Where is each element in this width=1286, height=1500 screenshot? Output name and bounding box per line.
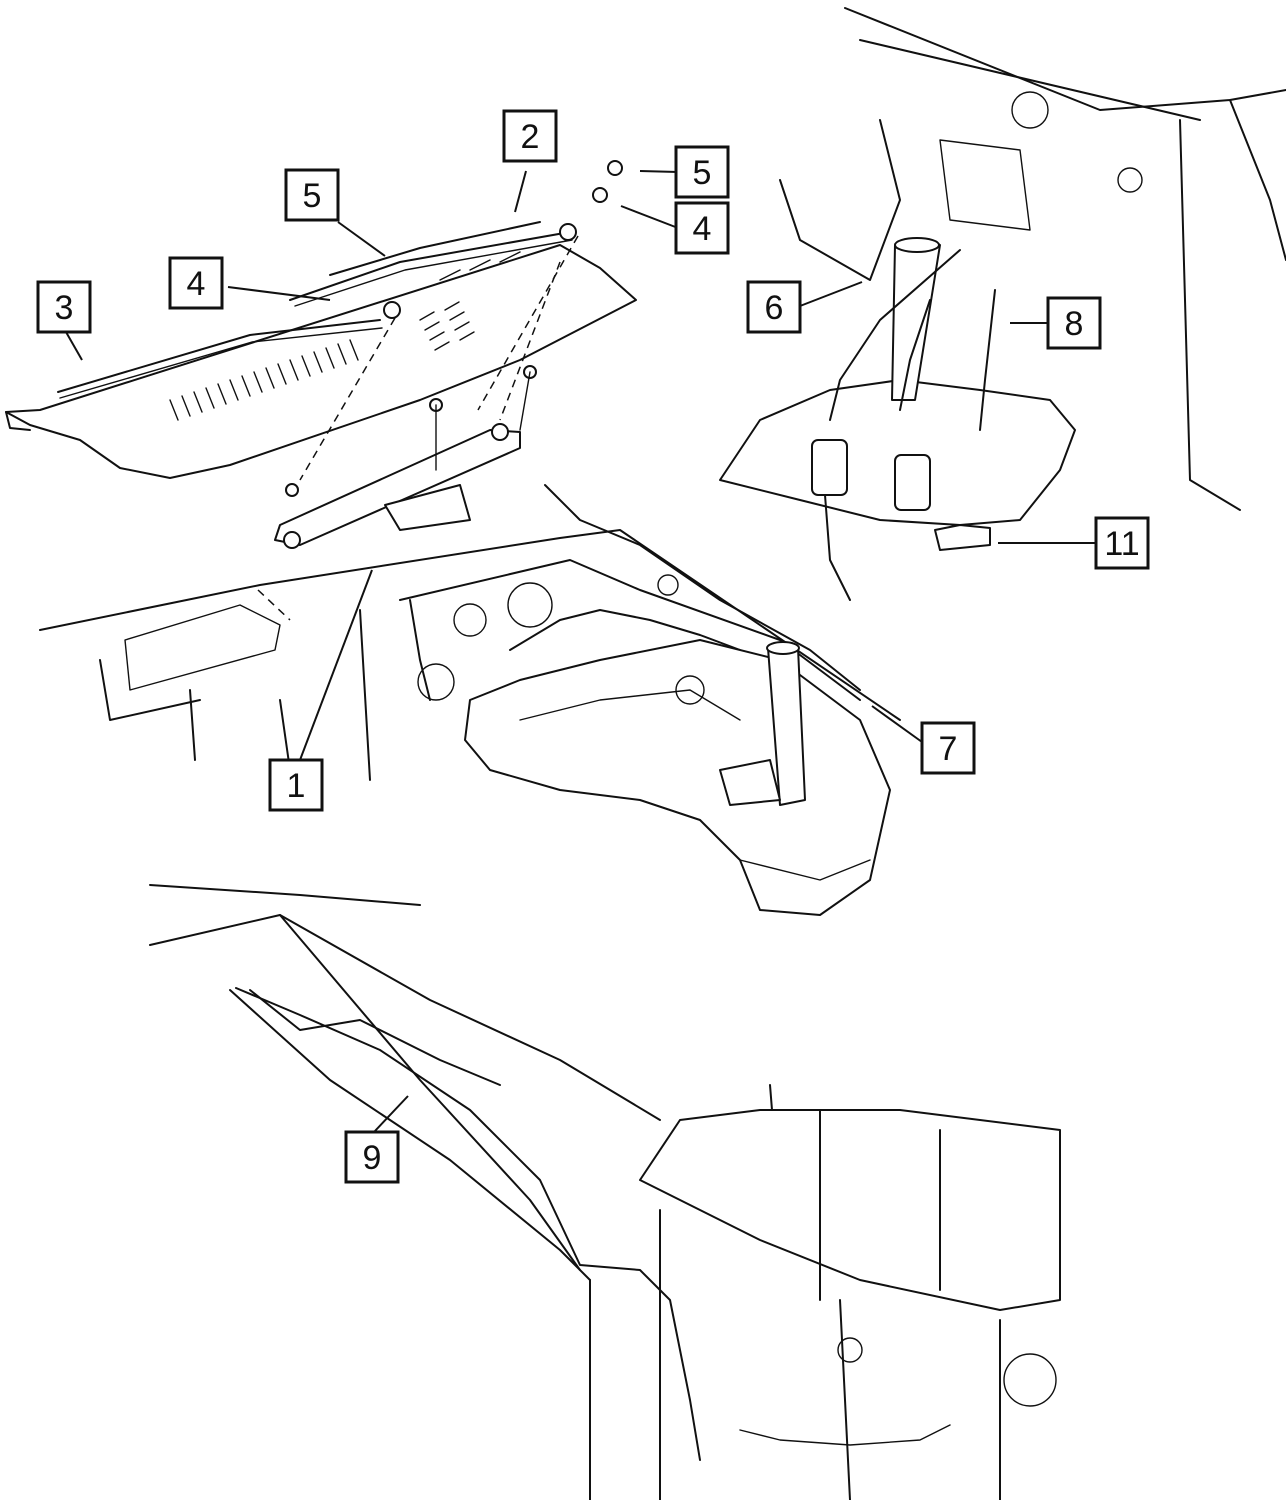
- svg-text:11: 11: [1104, 525, 1139, 563]
- wiper-linkage-motor: [274, 365, 537, 549]
- installation-dash-lines: [257, 235, 579, 621]
- svg-text:5: 5: [303, 177, 322, 215]
- svg-text:4: 4: [693, 210, 712, 248]
- svg-text:4: 4: [187, 265, 206, 303]
- firewall-body: [39, 484, 901, 781]
- callout-9: 9: [344, 1130, 400, 1184]
- callout-6: 6: [746, 280, 802, 334]
- reservoir-pump-detail: [719, 7, 1286, 601]
- callout-8: 8: [1046, 296, 1102, 350]
- svg-text:5: 5: [693, 154, 712, 192]
- a-pillar-hose-routing: [149, 884, 1061, 1500]
- cowl-panel-assembly: [5, 160, 637, 479]
- callout-11: 11: [1094, 516, 1150, 570]
- callout-5-left: 5: [284, 168, 340, 222]
- callout-4-right: 4: [674, 201, 730, 255]
- washer-reservoir: [464, 639, 891, 916]
- svg-text:8: 8: [1065, 305, 1084, 343]
- svg-text:1: 1: [287, 767, 306, 805]
- svg-text:6: 6: [765, 289, 784, 327]
- callout-3: 3: [36, 280, 92, 334]
- svg-text:2: 2: [521, 118, 540, 156]
- callout-4-left: 4: [168, 256, 224, 310]
- callout-2: 2: [502, 109, 558, 163]
- callout-7: 7: [920, 721, 976, 775]
- leader-lines: [65, 170, 1096, 1133]
- callout-1: 1: [268, 758, 324, 812]
- svg-text:3: 3: [55, 289, 74, 327]
- svg-text:9: 9: [363, 1139, 382, 1177]
- svg-text:7: 7: [939, 730, 958, 768]
- callout-5-right: 5: [674, 145, 730, 199]
